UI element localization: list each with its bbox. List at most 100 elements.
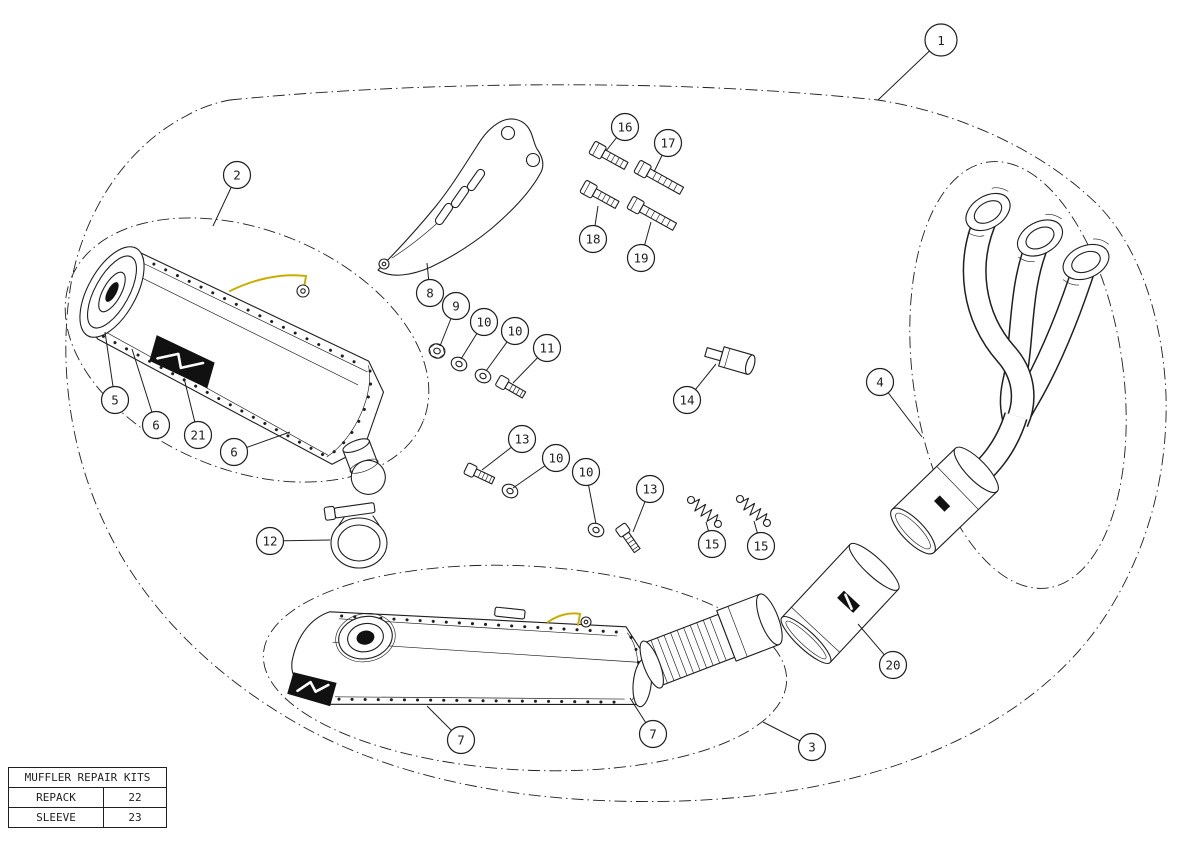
muffler-repair-kits-table: MUFFLER REPAIR KITS REPACK 22 SLEEVE 23 — [8, 767, 167, 828]
callout-number: 6 — [152, 418, 160, 433]
callout-2: 2 — [212, 160, 252, 227]
group-boundary-4 — [909, 161, 1127, 589]
kit-row-value: 23 — [103, 807, 167, 828]
callout-4: 4 — [865, 367, 923, 438]
washer-10-a — [448, 354, 470, 374]
muffler-outlet-cap — [342, 438, 386, 495]
akrapovic-logo-sleeve — [837, 590, 860, 613]
header-flange-3 — [1062, 238, 1110, 286]
callout-15: 15 — [746, 520, 776, 561]
header-pipes — [954, 208, 1098, 498]
callout-10: 10 — [460, 307, 499, 360]
inlet-rings — [335, 613, 396, 663]
callout-15: 15 — [697, 521, 727, 559]
callout-number: 10 — [578, 465, 593, 480]
callout-10: 10 — [571, 457, 601, 525]
callout-10: 10 — [485, 316, 530, 372]
kit-boundary-1 — [65, 84, 1167, 803]
collector-outlet — [890, 446, 999, 555]
bolt-18 — [579, 179, 622, 212]
spring-15-b — [732, 491, 775, 530]
kits-table-title: MUFFLER REPAIR KITS — [8, 767, 167, 788]
callout-9: 9 — [439, 291, 471, 347]
callout-10: 10 — [512, 443, 571, 489]
group-boundary-3 — [262, 564, 788, 772]
callout-number: 20 — [885, 658, 900, 673]
callout-number: 17 — [660, 136, 675, 151]
mounting-bracket — [377, 118, 544, 276]
nut-9 — [428, 343, 446, 359]
callout-number: 15 — [704, 537, 719, 552]
callout-number: 12 — [262, 534, 277, 549]
callout-20: 20 — [857, 623, 908, 680]
adapter-14 — [704, 346, 756, 375]
callout-number: 7 — [457, 733, 465, 748]
callout-number: 7 — [649, 727, 657, 742]
callout-number: 8 — [426, 286, 434, 301]
callout-number: 19 — [633, 251, 648, 266]
header-flange-2 — [1016, 213, 1064, 263]
callout-number: 10 — [548, 451, 563, 466]
callout-16: 16 — [605, 112, 640, 152]
callout-3: 3 — [762, 721, 827, 762]
callout-number: 3 — [808, 740, 816, 755]
callout-number: 10 — [476, 315, 491, 330]
bolt-13-a — [462, 462, 497, 487]
callout-7: 7 — [629, 697, 668, 749]
callout-number: 10 — [507, 324, 522, 339]
muffler-upper-left — [79, 246, 386, 495]
table-row: REPACK 22 — [8, 787, 167, 808]
callout-number: 13 — [642, 482, 657, 497]
callout-number: 15 — [753, 539, 768, 554]
callout-21: 21 — [183, 377, 213, 450]
callout-number: 13 — [514, 432, 529, 447]
akrapovic-logo-upper — [149, 335, 215, 389]
callout-7: 7 — [426, 705, 476, 755]
sleeve-20 — [780, 542, 900, 664]
bolt-13-b — [614, 522, 643, 555]
callout-number: 16 — [617, 120, 632, 135]
callout-6: 6 — [131, 348, 171, 440]
akrapovic-logo-lower — [287, 672, 337, 707]
kit-row-value: 22 — [103, 787, 167, 808]
callout-number: 9 — [452, 299, 460, 314]
callout-13: 13 — [481, 424, 537, 471]
callout-number: 21 — [190, 428, 205, 443]
bolt-11 — [494, 374, 528, 401]
bolt-17 — [633, 159, 686, 198]
heat-shield-accent-upper — [229, 274, 308, 292]
end-cap-rings — [79, 246, 145, 338]
callout-number: 18 — [585, 232, 600, 247]
heat-shield-accent-lower — [547, 612, 582, 626]
callout-number: 11 — [539, 341, 554, 356]
callout-number: 4 — [876, 375, 884, 390]
washer-10-c — [499, 481, 521, 501]
callout-8: 8 — [415, 262, 445, 308]
callout-13: 13 — [632, 474, 665, 533]
callout-12: 12 — [255, 526, 331, 556]
bolt-19 — [626, 195, 679, 234]
kit-row-label: REPACK — [8, 787, 104, 808]
muffler-lower — [287, 606, 653, 708]
callout-1: 1 — [877, 23, 958, 101]
callout-number: 2 — [233, 168, 241, 183]
grommet-upper — [296, 284, 310, 298]
callout-number: 1 — [937, 33, 945, 48]
callout-6: 6 — [219, 431, 291, 467]
callout-5: 5 — [100, 331, 130, 415]
kit-row-label: SLEEVE — [8, 807, 104, 828]
callout-18: 18 — [578, 205, 608, 254]
grommet-lower — [580, 616, 592, 628]
link-pipe — [639, 593, 783, 689]
callout-17: 17 — [653, 128, 683, 173]
header-flange-1 — [965, 187, 1011, 237]
clamp-12 — [323, 502, 388, 569]
washer-10-b — [472, 366, 494, 386]
spring-15-a — [683, 492, 726, 531]
callout-19: 19 — [626, 221, 656, 273]
bolt-16 — [588, 140, 631, 173]
callout-number: 6 — [230, 445, 238, 460]
